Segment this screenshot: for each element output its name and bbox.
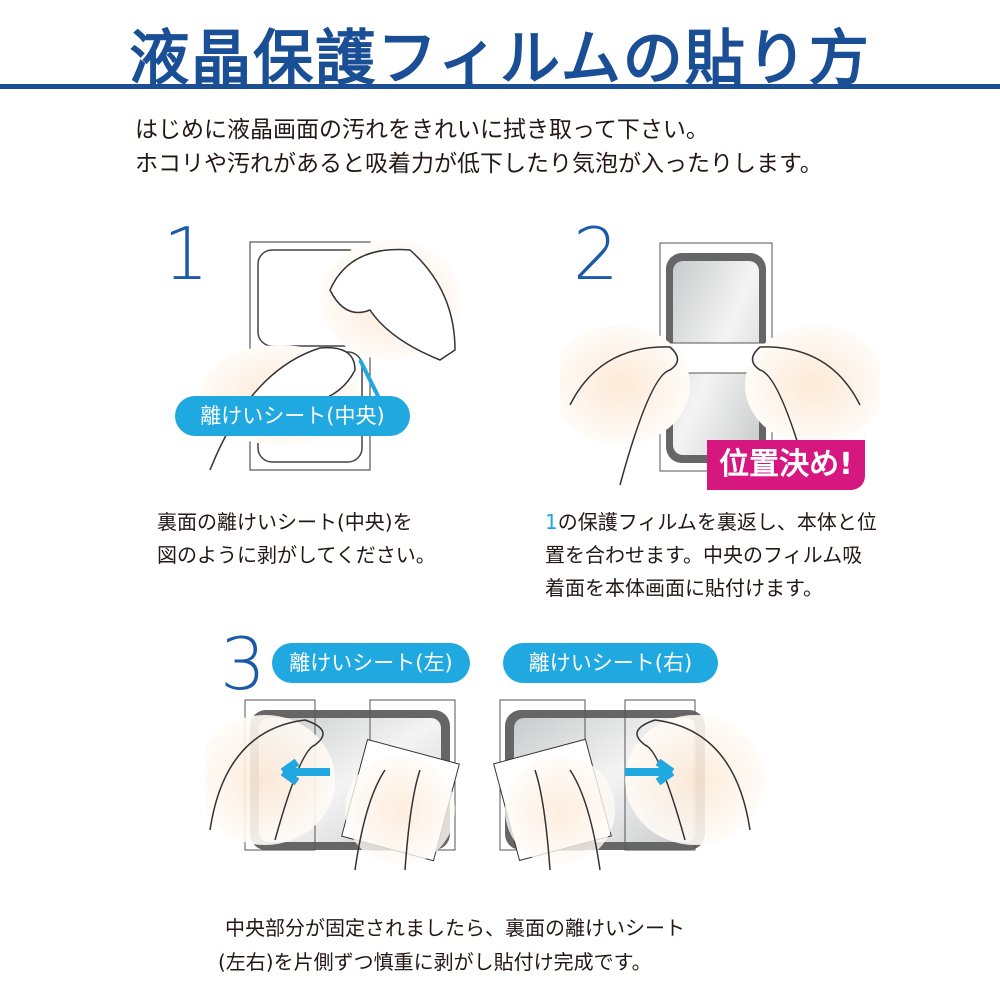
step-3-number: 3: [220, 622, 266, 706]
step-3-caption-2: (左右)を片側ずつ慎重に剥がし貼付け完成です。: [218, 950, 652, 974]
step-1-label-pill: 離けいシート(中央): [175, 396, 410, 436]
step-3-label-right: 離けいシート(右): [503, 643, 718, 683]
page-title: 液晶保護フィルムの貼り方: [129, 24, 871, 94]
step-2-illustration: [560, 242, 880, 486]
step-2-caption-3: 着面を本体画面に貼付けます。: [545, 576, 823, 600]
intro-line-1: はじめに液晶画面の汚れをきれいに拭き取って下さい。: [135, 117, 709, 143]
step-2-caption-text: の保護フィルムを裏返し、本体と位: [557, 510, 877, 534]
title-divider: [0, 84, 1000, 89]
arrow-left-icon: [280, 758, 330, 786]
arrow-right-icon: [625, 758, 675, 786]
step-1-number: 1: [163, 212, 209, 296]
step-1-illustration: [200, 240, 460, 471]
intro-line-2: ホコリや汚れがあると吸着力が低下したり気泡が入ったりします。: [135, 151, 823, 177]
step-3-caption-1: 中央部分が固定されましたら、裏面の離けいシート: [225, 916, 685, 940]
step-1-caption-2: 図のように剥がしてください。: [157, 543, 436, 567]
step-2-number: 2: [573, 212, 619, 296]
hand-icon: [751, 346, 861, 486]
step-2-caption-2: 置を合わせます。中央のフィルム吸: [545, 543, 863, 567]
hand-icon: [569, 346, 679, 486]
step-ref: 1: [545, 510, 558, 534]
step-1-caption-1: 裏面の離けいシート(中央)を: [157, 510, 413, 534]
position-badge: 位置決め!: [707, 440, 865, 490]
step-2-caption-1: 1の保護フィルムを裏返し、本体と位: [545, 506, 877, 539]
step-3-illustration: [205, 699, 765, 871]
step-3-label-left: 離けいシート(左): [272, 643, 470, 683]
